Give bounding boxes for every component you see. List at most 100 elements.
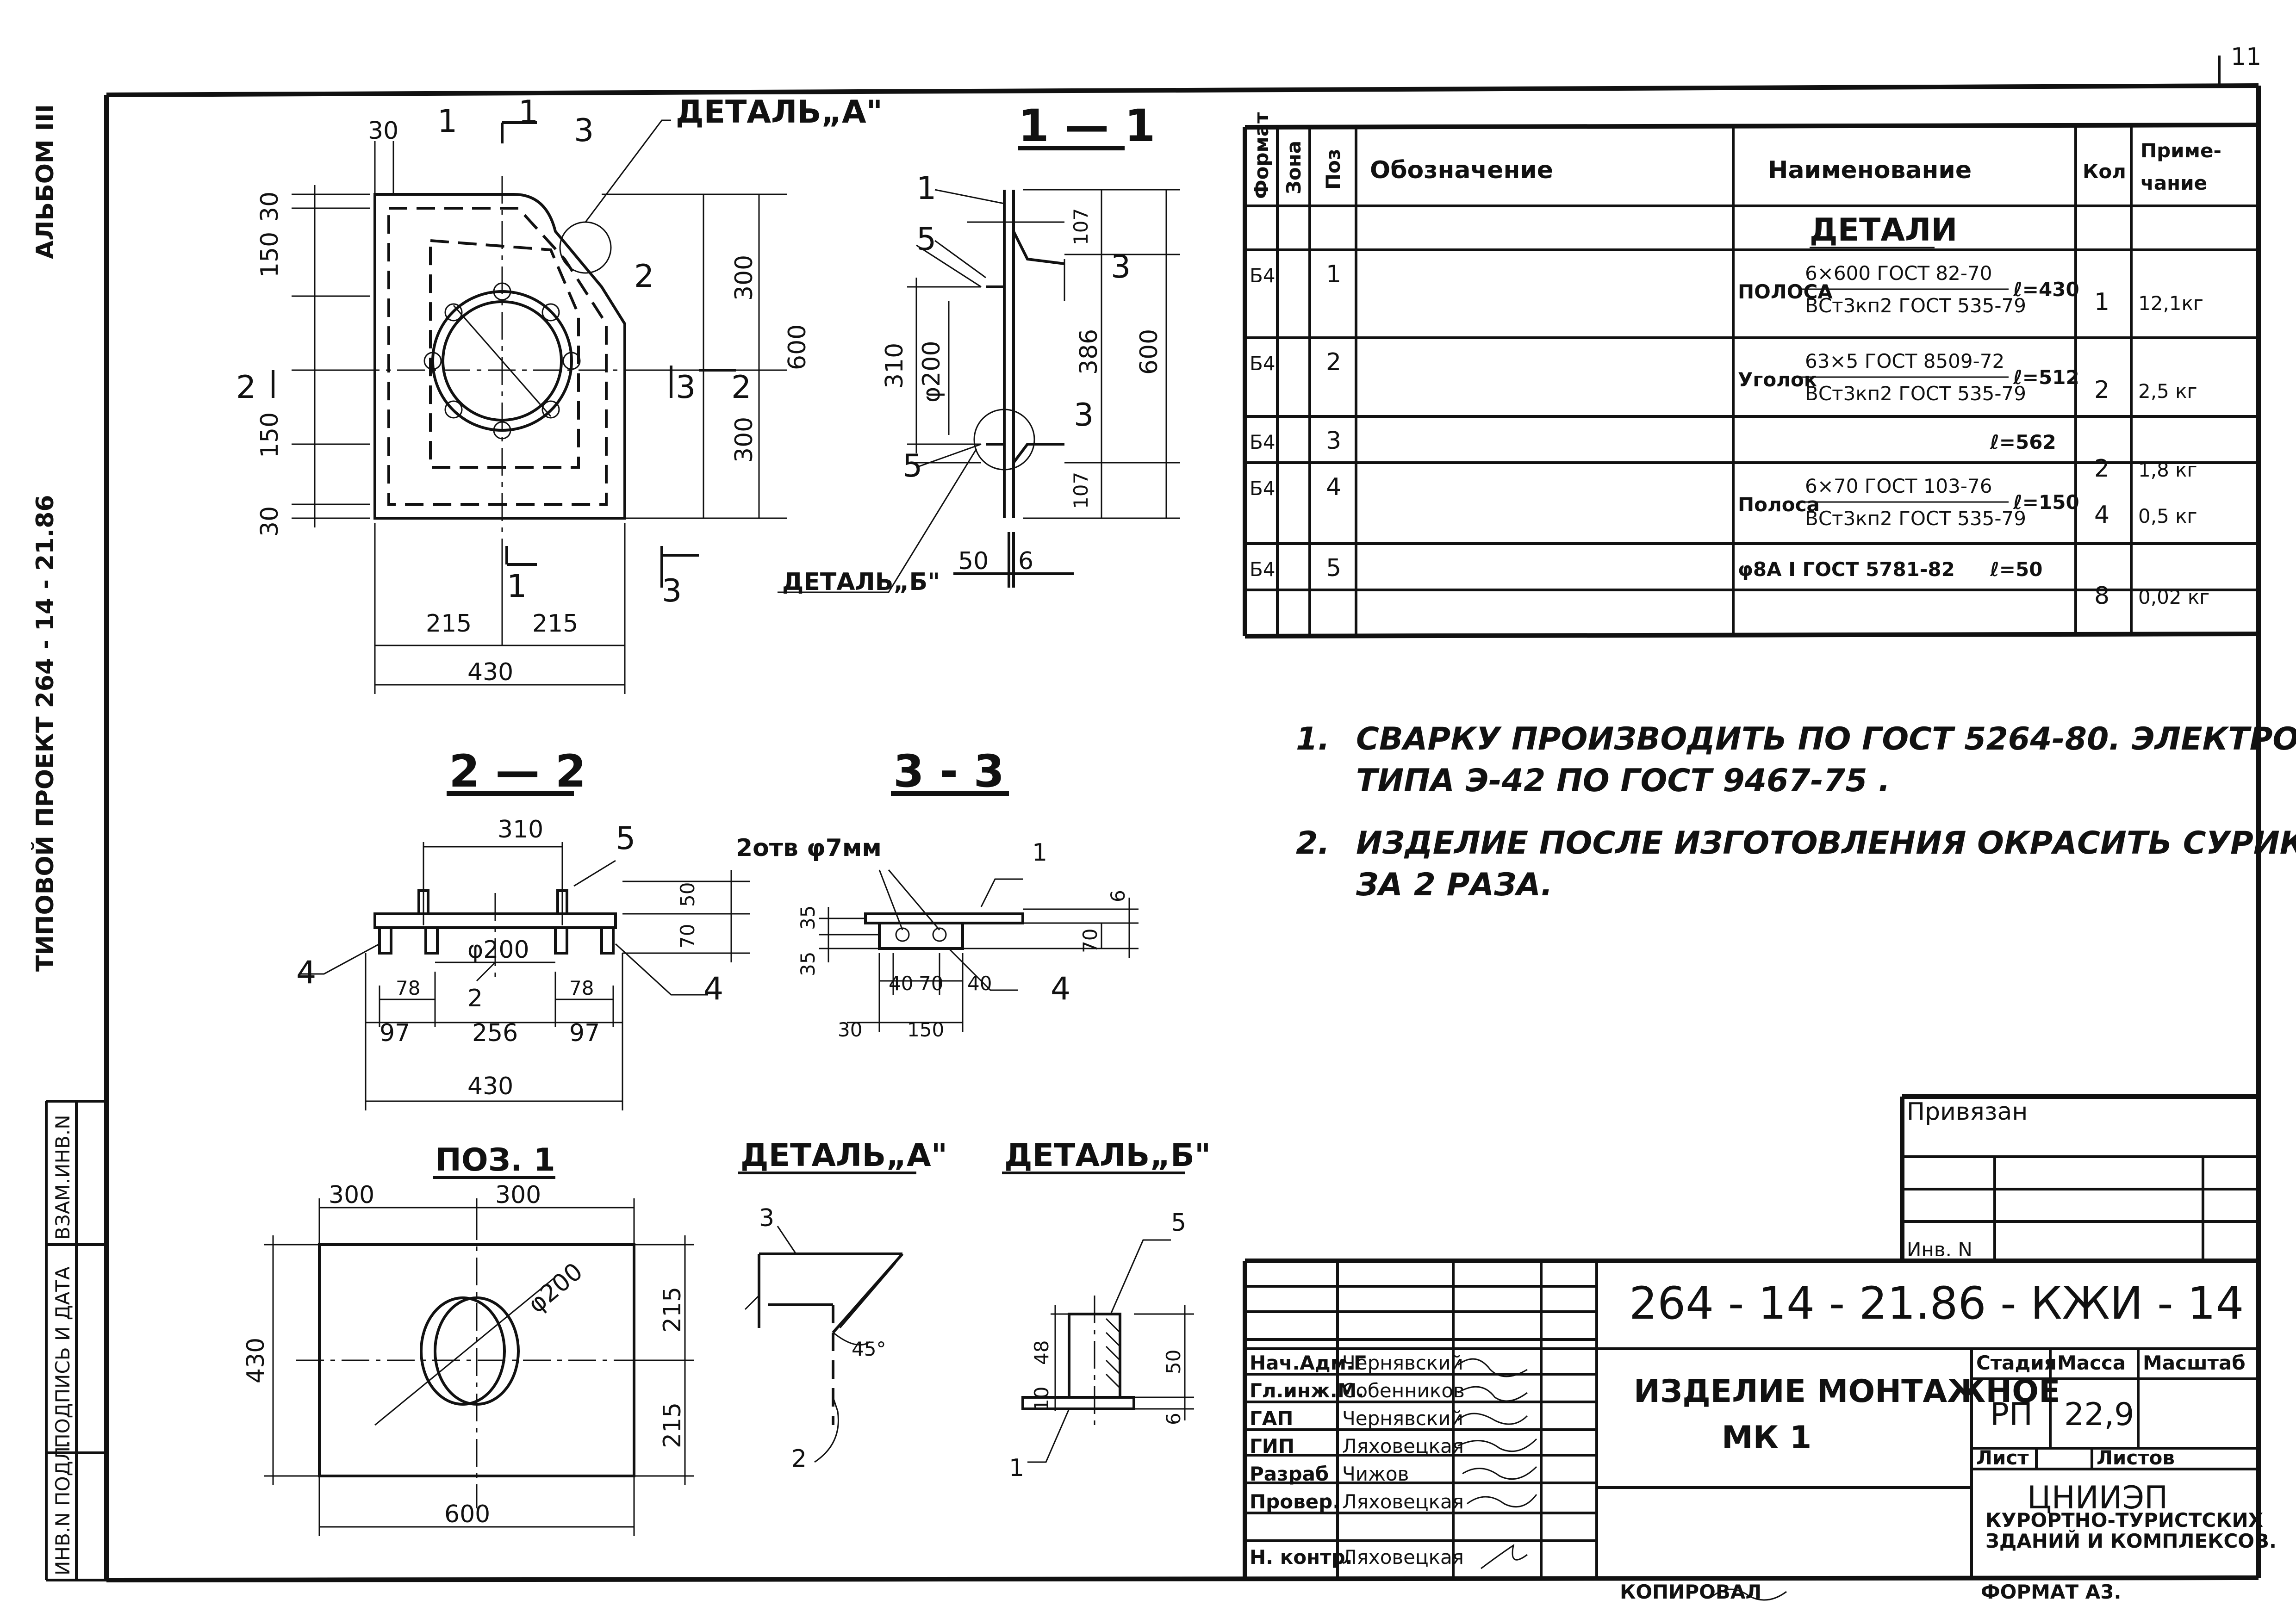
main-view-labels: 1 3 2 ДЕТАЛЬ„А" 1 1 2 2 3 3 30 30 150 15…	[236, 94, 883, 686]
main-dim-30-left: 30	[256, 192, 284, 222]
s22-dim-50: 50	[676, 882, 699, 907]
spec-row-pos: 1	[1326, 260, 1341, 288]
hdr-note-2: чание	[2140, 172, 2207, 194]
detail-a-labels: ДЕТАЛЬ„А" 3 2 45°	[738, 1137, 947, 1473]
note-2-num: 2.	[1296, 825, 1330, 862]
poz1-title: ПОЗ. 1	[435, 1142, 555, 1178]
s22-dim-310: 310	[498, 816, 543, 843]
s33-leader-holes: 2отв φ7мм	[736, 834, 882, 862]
hdr-format: Формат	[1250, 112, 1273, 199]
note-2-line2: ЗА 2 РАЗА.	[1356, 867, 1553, 903]
s33-dim-70: 70	[1079, 929, 1101, 953]
main-dim-150-bottom: 150	[256, 412, 284, 458]
main-sec-2b: 2	[731, 369, 751, 406]
spec-row-frac-bottom: ВСт3кп2 ГОСТ 535-79	[1805, 382, 2026, 405]
s11-leader-3a: 3	[1111, 249, 1131, 285]
detA-leader-2: 2	[791, 1445, 807, 1473]
s22-title: 2 — 2	[449, 745, 586, 797]
tb-role: Провер.	[1250, 1490, 1340, 1513]
s11-dim-107-top: 107	[1070, 208, 1092, 245]
s22-dim-256: 256	[472, 1019, 518, 1047]
spec-row-frac-top: 6×600 ГОСТ 82-70	[1805, 262, 1992, 285]
note-1-line1: СВАРКУ ПРОИЗВОДИТЬ ПО ГОСТ 5264-80. ЭЛЕК…	[1356, 721, 2296, 757]
spec-row-format: Б4	[1250, 477, 1276, 500]
detA-dim-45: 45°	[852, 1338, 886, 1360]
tb-person: Ляховецкая	[1342, 1546, 1464, 1569]
poz-1-view	[264, 1198, 694, 1536]
privyazan-inv: Инв. N	[1907, 1238, 1972, 1261]
s22-dim-70: 70	[676, 924, 699, 949]
spec-row-qty: 2	[2094, 455, 2109, 483]
main-leader-detA: ДЕТАЛЬ„А"	[676, 94, 883, 130]
hdr-zone: Зона	[1282, 141, 1305, 194]
section-1-1-labels: 1 — 1 1 5 3 5 3 ДЕТАЛЬ„Б" 107 310 φ200 3…	[782, 100, 1163, 596]
main-dim-300-bottom: 300	[730, 417, 758, 463]
main-dim-30-bottom: 30	[256, 506, 284, 537]
hdr-pos: Поз	[1322, 149, 1344, 190]
spec-table-grid	[1243, 123, 2259, 639]
detA-leader-3: 3	[759, 1204, 774, 1232]
tb-sheet-label: Лист	[1976, 1446, 2029, 1469]
tb-role: ГИП	[1250, 1435, 1294, 1457]
s11-dim-107-bottom: 107	[1070, 472, 1092, 509]
spec-row-frac-bottom: ВСт3кп2 ГОСТ 535-79	[1805, 294, 2026, 317]
s11-dim-600: 600	[1135, 329, 1163, 375]
detB-dim-48: 48	[1030, 1340, 1053, 1365]
section-2-2	[301, 842, 750, 1110]
s33-leader-1: 1	[1032, 839, 1047, 867]
tb-role: ГАП	[1250, 1407, 1293, 1430]
main-dim-215-right: 215	[532, 610, 578, 638]
detB-dim-50: 50	[1162, 1350, 1185, 1374]
main-dim-600: 600	[784, 324, 811, 370]
title-block-roles: Нач.Адм.ГЧернявскийГл.инж.М.СобенниковГА…	[1250, 1352, 1465, 1569]
sheet-frame	[104, 56, 2261, 1582]
note-1-line2: ТИПА Э-42 ПО ГОСТ 9467-75 .	[1356, 763, 1890, 799]
spec-row-qty: 8	[2094, 582, 2109, 610]
s33-dim-150: 150	[907, 1018, 944, 1041]
notes: 1. СВАРКУ ПРОИЗВОДИТЬ ПО ГОСТ 5264-80. Э…	[1296, 721, 2296, 903]
section-2-2-labels: 2 — 2 5 4 2 4 310 50 φ200 70 78 78 97 25…	[296, 745, 723, 1100]
album-label: АЛЬБОМ III	[31, 104, 59, 259]
tb-role: Н. контр.	[1250, 1546, 1352, 1569]
spec-row-note: 0,5 кг	[2138, 505, 2197, 527]
poz1-dim-200: φ200	[523, 1258, 588, 1319]
hdr-note-1: Приме-	[2140, 139, 2221, 162]
page-number: 11	[2231, 43, 2261, 71]
spec-row-pos: 2	[1326, 348, 1341, 376]
s22-leader-5: 5	[616, 820, 635, 857]
s11-leader-5a: 5	[916, 221, 936, 258]
s33-title: 3 - 3	[893, 745, 1004, 797]
spec-row-format: Б4	[1250, 352, 1276, 375]
main-dim-430: 430	[467, 658, 513, 686]
spec-row-name: φ8А I ГОСТ 5781-82	[1738, 558, 1955, 581]
stamp-inv-podl: ИНВ.N ПОДЛ.	[51, 1440, 74, 1575]
s11-dim-50: 50	[958, 547, 989, 575]
main-sec-1b: 1	[507, 568, 527, 605]
hdr-designation: Обозначение	[1370, 156, 1553, 184]
spec-row-frac-bottom: ВСт3кп2 ГОСТ 535-79	[1805, 507, 2026, 530]
s33-dim-6: 6	[1107, 890, 1129, 902]
s11-dim-200: φ200	[918, 341, 946, 403]
main-leader-2: 2	[634, 258, 654, 295]
stamp-sign-date: ПОДПИСЬ И ДАТА	[51, 1266, 74, 1448]
detB-dim-10: 10	[1030, 1387, 1053, 1411]
spec-row-frac-top: 63×5 ГОСТ 8509-72	[1805, 350, 2004, 372]
detail-a	[744, 1226, 904, 1463]
tb-mass: 22,9	[2064, 1396, 2134, 1433]
tb-code: 264 - 14 - 21.86 - КЖИ - 14	[1629, 1277, 2244, 1329]
s33-dim-35-top: 35	[796, 905, 819, 930]
s33-dim-30: 30	[838, 1018, 862, 1041]
tb-person: Собенников	[1342, 1379, 1465, 1402]
spec-row-name: ПОЛОСА	[1738, 280, 1833, 303]
s11-dim-386: 386	[1075, 329, 1103, 375]
spec-row-qty: 4	[2094, 501, 2109, 529]
main-sec-3b: 3	[662, 573, 682, 609]
main-dim-30-top: 30	[368, 117, 398, 145]
poz1-dim-215-bottom: 215	[659, 1402, 686, 1448]
spec-row-length: ℓ=430	[2013, 278, 2079, 301]
tb-role: Разраб	[1250, 1463, 1329, 1485]
tb-scale-label: Масштаб	[2143, 1352, 2246, 1374]
s11-dim-6: 6	[1018, 547, 1033, 575]
s22-dim-78-left: 78	[396, 977, 420, 999]
